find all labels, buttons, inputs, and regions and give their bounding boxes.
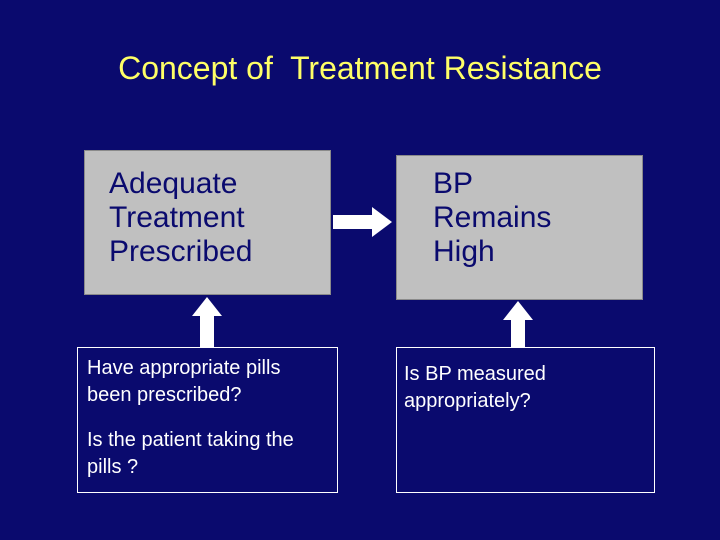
- adequate-treatment-line-1: Adequate: [109, 167, 238, 200]
- adequate-treatment-line-3: Prescribed: [109, 235, 253, 268]
- arrow-up-right-icon: [503, 301, 533, 347]
- arrow-right-icon: [333, 207, 392, 237]
- adequate-treatment-box: Adequate Treatment Prescribed: [84, 150, 331, 295]
- pills-questions-box: Have appropriate pills been prescribed? …: [77, 347, 338, 493]
- bp-measured-question: Is BP measured appropriately?: [404, 363, 546, 412]
- pills-prescribed-question: Have appropriate pills been prescribed?: [87, 357, 281, 406]
- bp-remains-high-line-1: BP: [433, 167, 474, 200]
- adequate-treatment-line-2: Treatment: [109, 201, 245, 234]
- bp-remains-high-line-3: High: [433, 235, 495, 268]
- patient-taking-pills-question: Is the patient taking the pills ?: [87, 429, 294, 478]
- bp-remains-high-box: BP Remains High: [396, 155, 643, 300]
- bp-remains-high-line-2: Remains: [433, 201, 552, 234]
- slide-title: Concept of Treatment Resistance: [118, 50, 602, 86]
- arrow-up-left-icon: [192, 297, 222, 347]
- bp-measurement-box: Is BP measured appropriately?: [396, 347, 655, 493]
